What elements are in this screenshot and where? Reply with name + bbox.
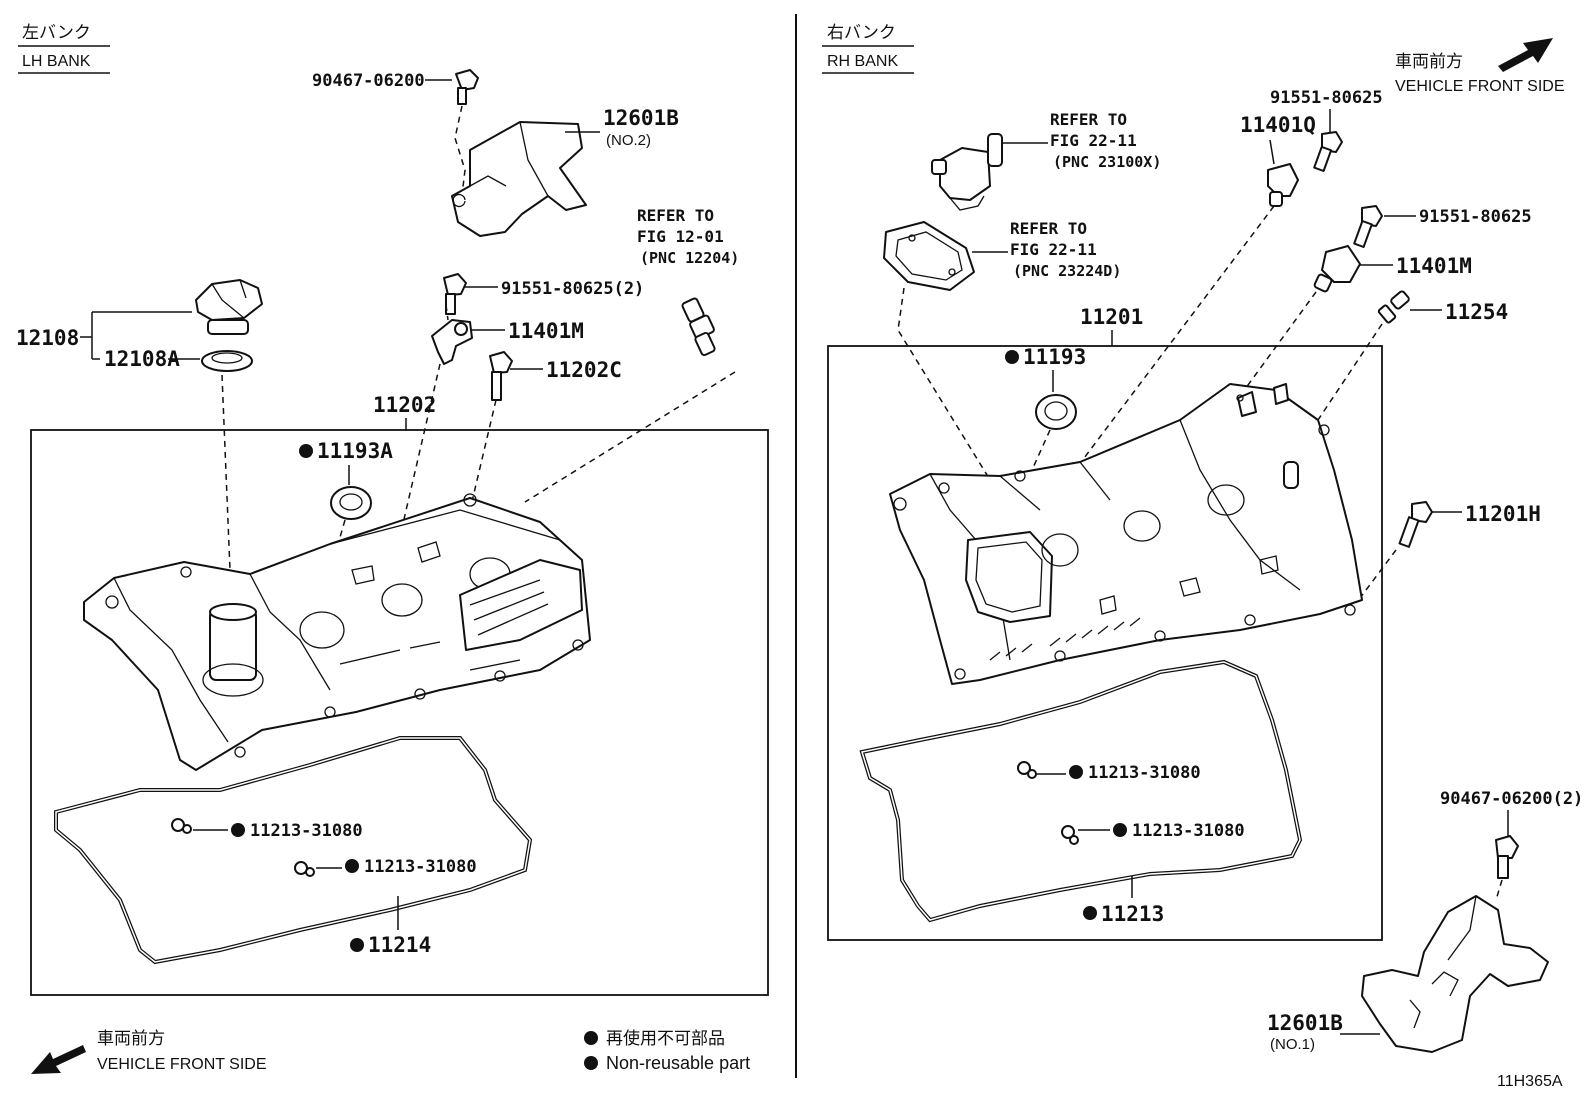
rh-refer2-line2: FIG 22-11 <box>1010 240 1097 259</box>
rh-nonreuse-dot-icon <box>1069 765 1083 779</box>
rh-label-90467: 90467-06200(2) <box>1440 789 1583 809</box>
rh-assembly-box <box>827 345 1383 941</box>
legend-dot-icon <box>584 1056 598 1070</box>
rh-label-11213-b: 11213-31080 <box>1132 821 1245 841</box>
lh-label-11213-a: 11213-31080 <box>250 821 363 841</box>
lh-refer-line1: REFER TO <box>637 206 714 225</box>
rh-label-11401q: 11401Q <box>1240 113 1316 137</box>
rh-cylinder-head-cover-11201 <box>889 383 1363 685</box>
front-bottom-jp: 車両前方 <box>97 1029 165 1048</box>
rh-grommet-11213-a <box>1017 761 1037 779</box>
lh-label-11401m: 11401M <box>508 319 584 343</box>
rh-sensor-11401m <box>1313 245 1361 293</box>
lh-label-12601b-sub: (NO.2) <box>606 132 651 149</box>
rh-bolt-11201h <box>1398 501 1433 548</box>
rh-label-12601b: 12601B <box>1267 1011 1343 1035</box>
rh-label-11201h: 11201H <box>1465 502 1541 526</box>
front-arrow-bottom-icon <box>31 1045 86 1074</box>
legend-dot-icon <box>584 1031 598 1045</box>
lh-label-11202: 11202 <box>373 393 436 417</box>
rh-label-11401m: 11401M <box>1396 254 1472 278</box>
legend-en: Non-reusable part <box>606 1053 750 1073</box>
rh-label-91551-a: 91551-80625 <box>1270 88 1383 108</box>
lh-label-11213-b: 11213-31080 <box>364 857 477 877</box>
rh-label-11193: 11193 <box>1023 345 1086 369</box>
rh-sensor-11401q <box>1267 163 1299 207</box>
figure-code: 11H365A <box>1497 1073 1563 1090</box>
lh-gasket-11214 <box>54 736 533 965</box>
lh-assembly-box <box>30 429 769 996</box>
lh-cylinder-head-cover-11202 <box>83 493 591 771</box>
rh-refer1-line3: (PNC 23100X) <box>1053 153 1161 171</box>
lh-heat-insulator-12601b <box>451 121 587 237</box>
lh-label-91551: 91551-80625(2) <box>501 279 644 299</box>
rh-refer1-line1: REFER TO <box>1050 110 1127 129</box>
front-bottom-en: VEHICLE FRONT SIDE <box>97 1056 267 1073</box>
rh-heat-insulator-12601b <box>1361 895 1549 1053</box>
lh-header-en: LH BANK <box>22 53 91 70</box>
rh-label-11254: 11254 <box>1445 300 1508 324</box>
rh-refer2-line1: REFER TO <box>1010 219 1087 238</box>
rh-label-12601b-sub: (NO.1) <box>1270 1036 1315 1053</box>
lh-sensor-11401m <box>431 319 473 365</box>
rh-seal-11193 <box>1035 394 1077 430</box>
lh-label-11193a: 11193A <box>317 439 393 463</box>
lh-bolt-91551 <box>443 273 467 315</box>
lh-grommet-11213-a <box>171 818 192 834</box>
lh-oil-cap-12108 <box>195 279 263 335</box>
lh-nonreuse-dot-icon <box>350 938 364 952</box>
rh-header-en: RH BANK <box>827 53 898 70</box>
rh-nonreuse-dot-icon <box>1113 823 1127 837</box>
lh-gasket-12108a <box>201 350 253 372</box>
rh-header-jp: 右バンク <box>827 23 896 42</box>
rh-bolt-91551-b <box>1353 205 1383 248</box>
lh-grommet-11213-b <box>294 861 315 877</box>
rh-label-11213-a: 11213-31080 <box>1088 763 1201 783</box>
lh-label-12108a: 12108A <box>104 347 180 371</box>
legend-jp: 再使用不可部品 <box>606 1028 725 1048</box>
front-top-en: VEHICLE FRONT SIDE <box>1395 78 1565 95</box>
front-arrow-top-icon <box>1498 38 1553 72</box>
rh-nonreuse-dot-icon <box>1005 350 1019 364</box>
lh-label-12601b: 12601B <box>603 106 679 130</box>
lh-refer-line2: FIG 12-01 <box>637 227 724 246</box>
rh-nonreuse-dot-icon <box>1083 906 1097 920</box>
rh-label-91551-b: 91551-80625 <box>1419 207 1532 227</box>
front-top-jp: 車両前方 <box>1395 52 1463 71</box>
rh-vsv-actuator <box>931 133 1003 211</box>
rh-refer1-line2: FIG 22-11 <box>1050 131 1137 150</box>
lh-nonreuse-dot-icon <box>345 859 359 873</box>
lh-refer-line3: (PNC 12204) <box>640 249 739 267</box>
lh-pcv-valve <box>681 297 716 357</box>
lh-nonreuse-dot-icon <box>299 444 313 458</box>
lh-bolt-11202c <box>489 351 513 401</box>
lh-header-jp: 左バンク <box>22 23 91 42</box>
lh-nonreuse-dot-icon <box>231 823 245 837</box>
lh-label-11214: 11214 <box>368 933 431 957</box>
lh-label-90467: 90467-06200 <box>312 71 425 91</box>
rh-label-11201: 11201 <box>1080 305 1143 329</box>
lh-label-11202c: 11202C <box>546 358 622 382</box>
rh-refer2-line3: (PNC 23224D) <box>1013 262 1121 280</box>
lh-label-12108: 12108 <box>16 326 79 350</box>
rh-grommet-11213-b <box>1061 825 1079 845</box>
rh-intake-gasket <box>883 221 975 291</box>
lh-seal-11193a <box>330 486 372 520</box>
lh-bolt-90467 <box>455 69 479 105</box>
rh-bolt-91551-a <box>1313 131 1343 172</box>
rh-label-11213: 11213 <box>1101 902 1164 926</box>
rh-gasket-11213 <box>859 659 1303 923</box>
rh-bolt-90467 <box>1495 835 1519 879</box>
rh-fitting-11254 <box>1377 290 1410 324</box>
